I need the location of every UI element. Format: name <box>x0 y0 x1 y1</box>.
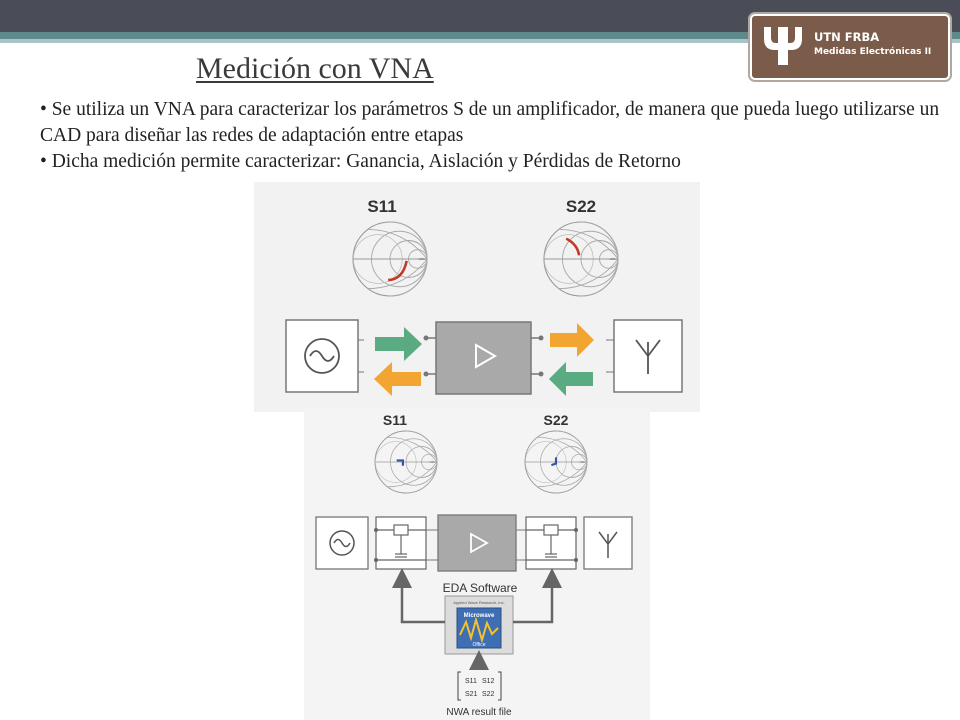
top-s11-label: S11 <box>367 197 396 216</box>
waveform-icon <box>459 616 499 644</box>
utn-logo-icon <box>760 23 806 69</box>
antenna-icon <box>635 339 661 374</box>
matching-network-input <box>375 516 427 570</box>
arrow-to-output-network <box>513 568 562 624</box>
bullet-item: • Dicha medición permite caracterizar: G… <box>40 151 681 172</box>
amplifier-box <box>435 321 532 395</box>
software-vendor: Applied Wave Research, Inc. <box>453 600 504 605</box>
smith-chart-s22-top <box>544 222 618 296</box>
bottom-s22-label: S22 <box>544 412 569 428</box>
nwa-result-label: NWA result file <box>446 707 512 718</box>
software-name-2: Office <box>473 642 486 648</box>
accent-stripe <box>0 32 960 39</box>
amplifier-icon <box>475 343 497 369</box>
logo-subtitle: Medidas Electrónicas II <box>814 47 932 57</box>
smith-chart-s11-bottom <box>375 431 437 493</box>
matrix-s12: S12 <box>482 678 495 685</box>
source-icon <box>304 338 340 374</box>
bullet-list: • Se utiliza un VNA para caracterizar lo… <box>40 97 940 175</box>
matrix-s11: S11 <box>465 678 477 685</box>
matrix-s22: S22 <box>482 691 495 698</box>
arrow-to-input-network <box>392 568 445 624</box>
s-parameter-matrix: S11 S12 S21 S22 <box>457 671 502 701</box>
arrow-transmitted-orange <box>550 323 594 357</box>
top-s22-label: S22 <box>566 197 596 216</box>
matching-network-output <box>525 516 577 570</box>
bullet-item: • Se utiliza un VNA para caracterizar lo… <box>40 99 940 146</box>
eda-software-label: EDA Software <box>443 581 518 595</box>
software-name: Microwave <box>464 613 495 619</box>
source-box <box>285 319 359 393</box>
measurement-diagram: S11 S22 <box>285 197 683 718</box>
slide-title: Medición con VNA <box>196 52 434 85</box>
smith-chart-s11-top <box>353 222 427 296</box>
vna-figure: S11 S22 <box>254 182 700 720</box>
arrow-forward-green <box>375 327 422 361</box>
accent-stripe-light <box>0 39 960 43</box>
arrow-reverse-green <box>549 362 593 396</box>
smith-chart-s22-bottom <box>525 431 587 493</box>
utn-logo: UTN FRBA Medidas Electrónicas II <box>750 14 950 80</box>
amplifier-box-bottom <box>437 514 517 572</box>
bottom-s11-label: S11 <box>383 412 407 428</box>
arrow-reflected-orange <box>374 362 421 396</box>
software-box: Applied Wave Research, Inc. Microwave Of… <box>444 595 514 655</box>
matrix-s21: S21 <box>465 691 478 698</box>
logo-title: UTN FRBA <box>814 30 880 44</box>
title-tab <box>570 43 780 68</box>
